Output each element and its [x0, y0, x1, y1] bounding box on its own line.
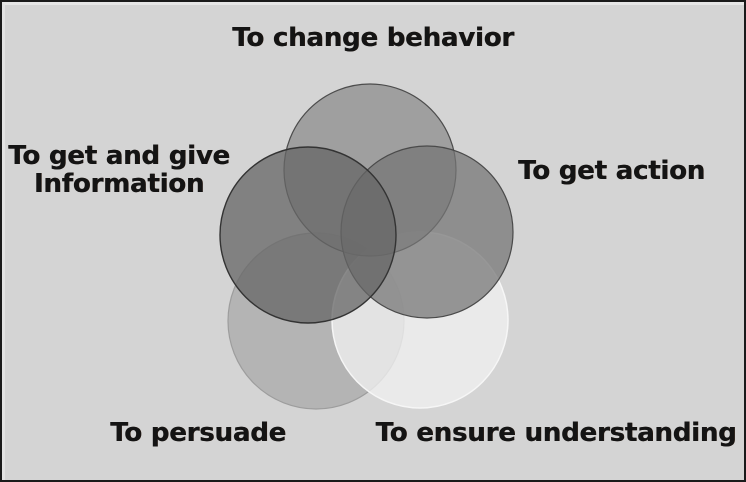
- venn-label-get-action: To get action: [518, 156, 705, 186]
- venn-label-ensure-understanding: To ensure understanding: [375, 418, 737, 448]
- venn-label-get-give-information: To get and give Information: [8, 141, 230, 200]
- venn-circle-get-give-information: [219, 146, 397, 324]
- venn-label-persuade: To persuade: [110, 418, 286, 448]
- venn-label-change-behavior: To change behavior: [232, 23, 514, 53]
